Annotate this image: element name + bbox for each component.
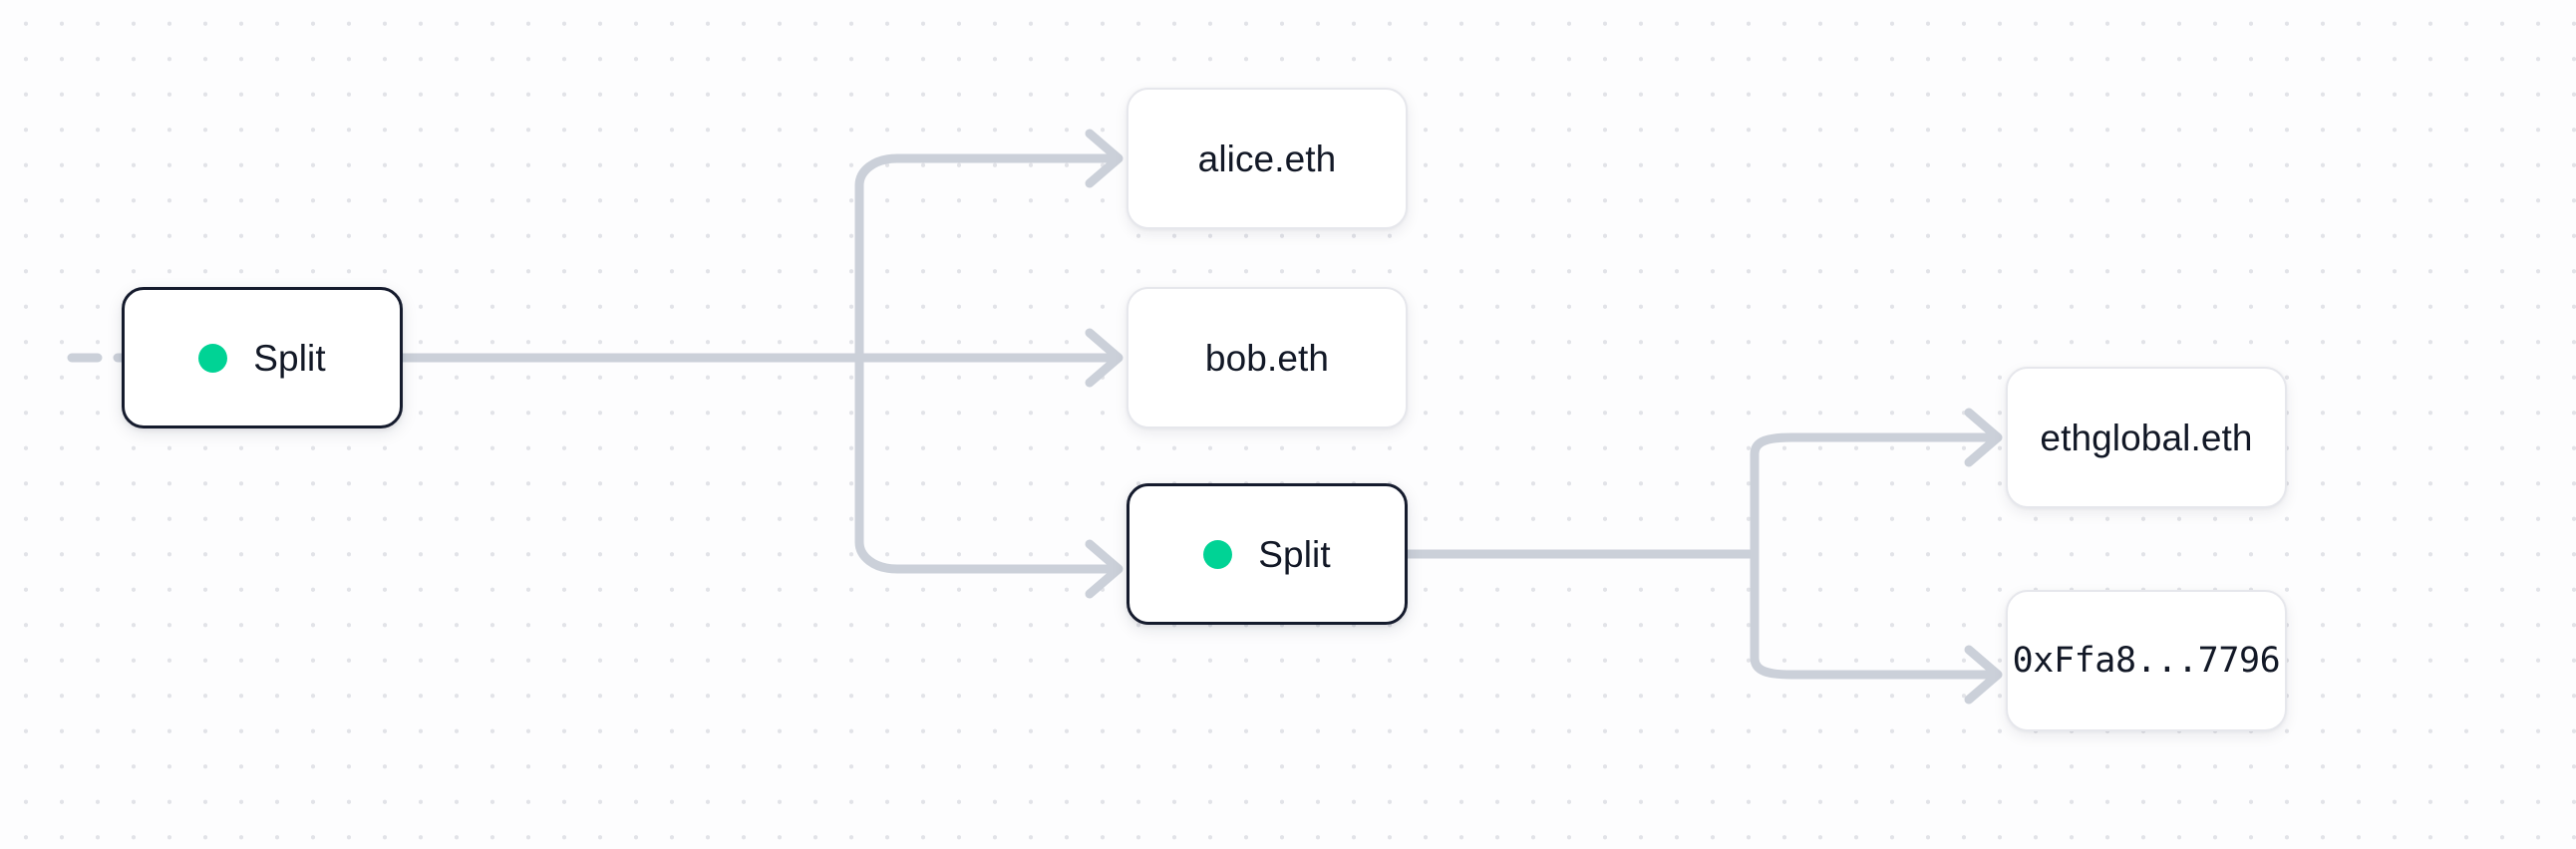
status-dot-icon	[1203, 539, 1233, 569]
edge-split1-fanout	[398, 153, 1120, 574]
node-label: alice.eth	[1197, 138, 1337, 179]
node-content: 0xFfa8...7796	[2012, 640, 2281, 681]
node-bob-eth[interactable]: bob.eth	[1127, 287, 1408, 428]
node-content: alice.eth	[1198, 141, 1337, 177]
edge-arrowheads-column-3	[1964, 408, 2003, 705]
node-label: 0xFfa8...7796	[2012, 640, 2281, 681]
node-label: Split	[253, 337, 326, 379]
node-label: bob.eth	[1204, 337, 1330, 379]
node-alice-eth[interactable]: alice.eth	[1127, 88, 1408, 229]
edge-arrowheads-column-2	[1085, 129, 1124, 599]
node-content: Split	[198, 337, 326, 379]
node-split-2[interactable]: Split	[1127, 483, 1408, 625]
node-label: ethglobal.eth	[2040, 417, 2253, 458]
node-content: Split	[1203, 533, 1331, 575]
node-split-1[interactable]: Split	[122, 287, 403, 428]
node-ethglobal-eth[interactable]: ethglobal.eth	[2006, 367, 2287, 508]
status-dot-icon	[198, 343, 228, 373]
edge-split2-fanout	[1403, 432, 1999, 680]
node-recipient-address[interactable]: 0xFfa8...7796	[2006, 590, 2287, 731]
node-content: ethglobal.eth	[2040, 420, 2252, 456]
node-content: bob.eth	[1205, 340, 1329, 377]
node-label: Split	[1258, 533, 1331, 575]
